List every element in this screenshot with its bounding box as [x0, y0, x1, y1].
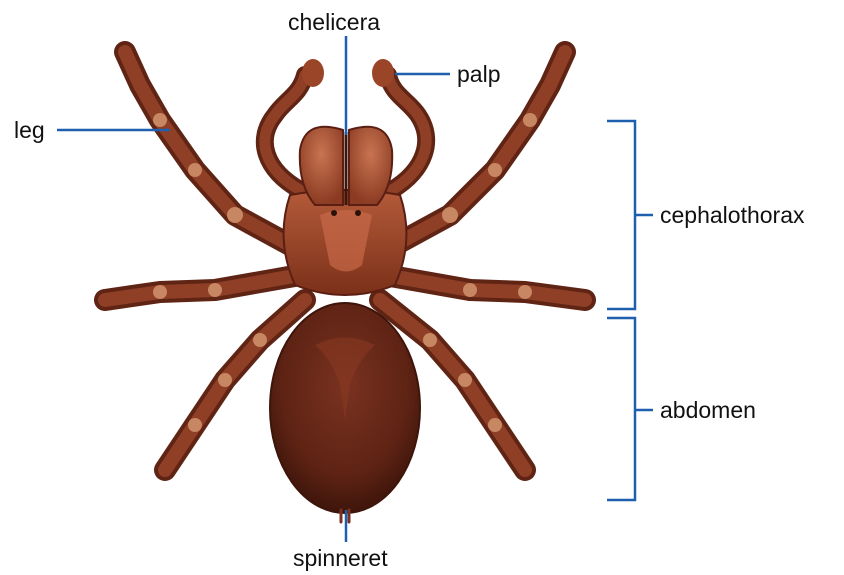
leg-second-right [385, 275, 585, 300]
label-cephalothorax: cephalothorax [660, 204, 805, 227]
label-leg: leg [14, 119, 45, 142]
abdomen-bracket [607, 318, 635, 500]
eye-right [355, 210, 361, 216]
label-abdomen: abdomen [660, 399, 756, 422]
chelicerae-shape [300, 127, 392, 205]
eye-left [331, 210, 337, 216]
label-palp: palp [457, 63, 500, 86]
label-chelicera: chelicera [288, 11, 380, 34]
leg-second-left [105, 275, 300, 300]
label-spinneret: spinneret [293, 547, 388, 570]
cephalothorax-bracket [607, 121, 635, 309]
